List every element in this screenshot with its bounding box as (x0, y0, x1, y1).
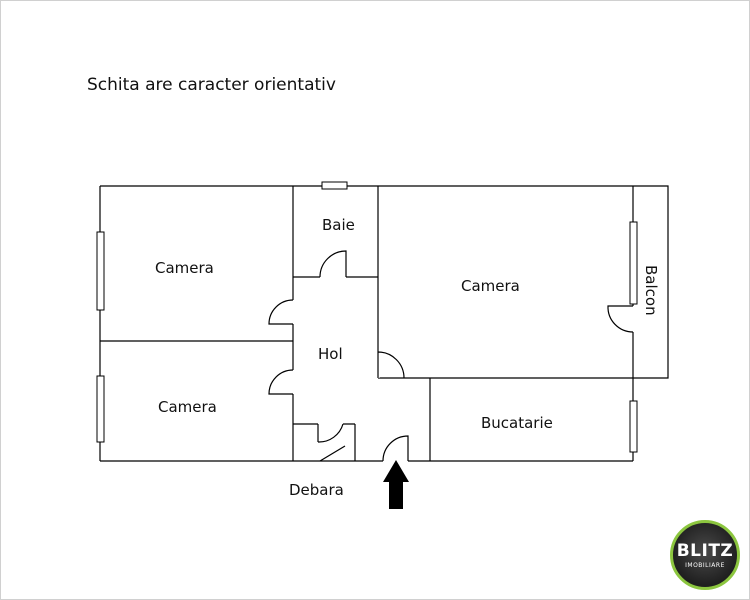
plan-caption: Schita are caracter orientativ (87, 75, 336, 95)
room-label-camera-bottom-left: Camera (158, 398, 217, 416)
room-label-hol: Hol (318, 345, 343, 363)
entrance-arrow-icon (383, 460, 409, 509)
window-balcon (629, 221, 638, 305)
room-label-camera-right: Camera (461, 277, 520, 295)
brand-logo: BLITZ IMOBILIARE (670, 520, 740, 590)
logo-subtitle: IMOBILIARE (685, 562, 725, 569)
window-left-top (96, 231, 105, 311)
door-debara (317, 423, 344, 443)
window-left-bottom (96, 375, 105, 443)
logo-title: BLITZ (676, 541, 734, 561)
door-balcon (607, 305, 634, 333)
balcony-outline (633, 185, 669, 379)
door-baie (319, 250, 347, 278)
room-label-bucatarie: Bucatarie (481, 414, 553, 432)
door-camera-bottom-left (268, 369, 294, 395)
room-label-debara: Debara (289, 481, 344, 499)
door-camera-top-left (268, 299, 294, 325)
window-bucatarie (629, 400, 638, 453)
room-label-balcon: Balcon (642, 265, 660, 316)
door-camera-right (377, 351, 405, 379)
door-debara-leaf (319, 445, 346, 462)
window-top-baie (321, 181, 348, 190)
room-label-camera-top-left: Camera (155, 259, 214, 277)
room-label-baie: Baie (322, 216, 355, 234)
door-entrance (382, 435, 409, 462)
